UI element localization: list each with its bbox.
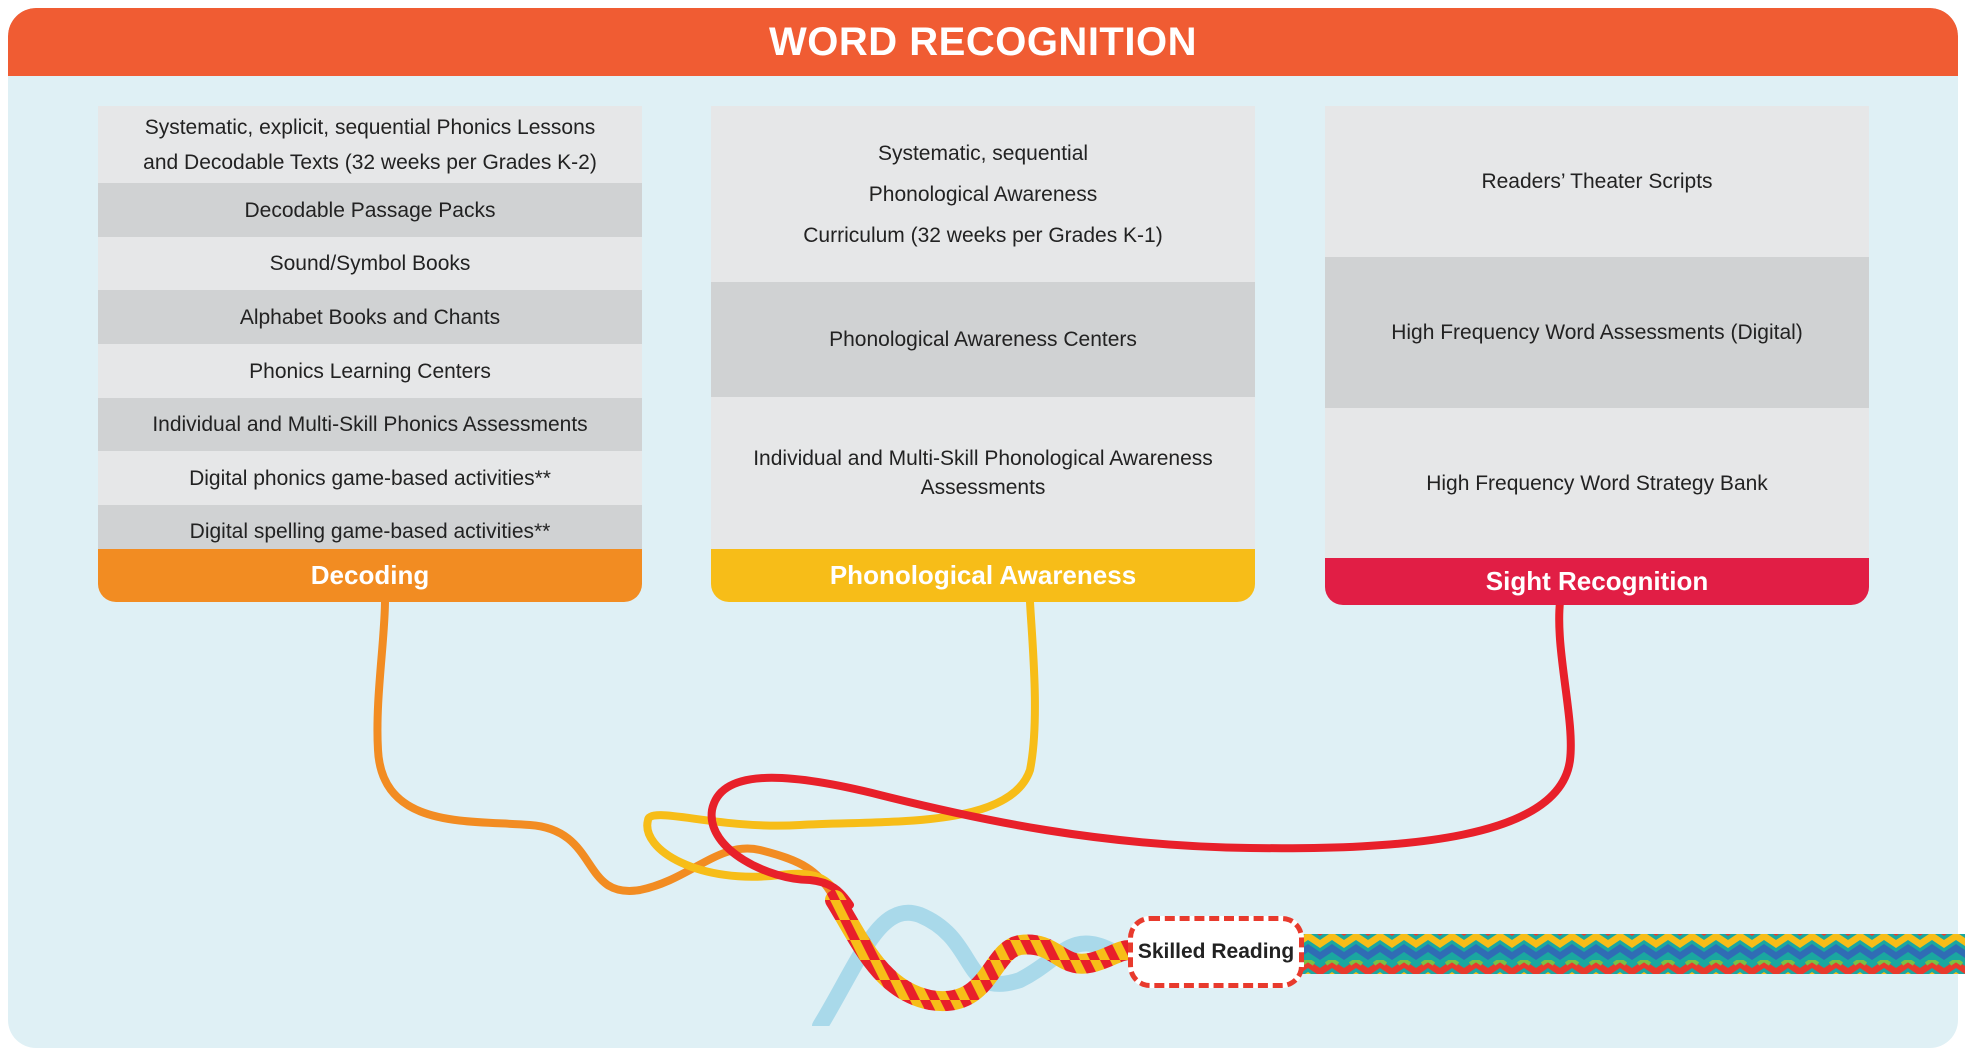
row-text: Phonics Learning Centers (249, 359, 491, 383)
list-item: Individual and Multi-Skill Phonics Asses… (98, 398, 642, 451)
row-text-line: Individual and Multi-Skill Phonological … (753, 447, 1213, 470)
row-text: Digital spelling game-based activities** (189, 520, 551, 543)
row-text: Decodable Passage Packs (244, 198, 496, 222)
page-title: WORD RECOGNITION (769, 19, 1197, 64)
row-text-line: Systematic, explicit, sequential Phonics… (144, 115, 596, 139)
row-text-line: Assessments (920, 476, 1046, 499)
row-text: Alphabet Books and Chants (239, 305, 501, 329)
footer-decoding: Decoding (98, 549, 642, 602)
list-item: Readers’ Theater Scripts (1325, 106, 1869, 257)
decoding-rope (373, 596, 839, 904)
row-text: Phonological Awareness Centers (829, 328, 1137, 351)
row-text-line: Systematic, sequential (877, 141, 1089, 165)
list-item: High Frequency Word Strategy Bank (1325, 408, 1869, 558)
list-item: Phonics Learning Centers (98, 344, 642, 398)
footer-sight-recognition: Sight Recognition (1325, 558, 1869, 605)
list-item: Digital spelling game-based activities** (98, 505, 642, 549)
footer-phonological-awareness: Phonological Awareness (711, 549, 1255, 602)
list-item: High Frequency Word Assessments (Digital… (1325, 257, 1869, 408)
footer-label: Sight Recognition (1485, 566, 1709, 596)
footer-label: Phonological Awareness (829, 560, 1137, 590)
list-item: Alphabet Books and Chants (98, 290, 642, 344)
list-item: Digital phonics game-based activities** (98, 451, 642, 505)
row-text: Individual and Multi-Skill Phonics Asses… (152, 413, 588, 436)
column-decoding: Systematic, explicit, sequential Phonics… (98, 106, 642, 602)
row-text: High Frequency Word Strategy Bank (1426, 471, 1768, 495)
row-text: High Frequency Word Assessments (Digital… (1391, 321, 1803, 344)
row-text-line: and Decodable Texts (32 weeks per Grades… (143, 150, 597, 174)
ropes-diagram (373, 596, 1965, 1026)
column-phonological-awareness: Systematic, sequential Phonological Awar… (711, 106, 1255, 602)
warm-braid (825, 890, 1140, 1012)
list-item: Systematic, explicit, sequential Phonics… (98, 106, 642, 183)
skilled-braid (1300, 934, 1965, 974)
skilled-reading-text: Skilled Reading (1137, 940, 1295, 963)
row-text: Digital phonics game-based activities** (189, 466, 551, 490)
skilled-reading-label: Skilled Reading (1128, 916, 1304, 988)
list-item: Sound/Symbol Books (98, 237, 642, 290)
list-item: Phonological Awareness Centers (711, 282, 1255, 397)
row-text-line: Phonological Awareness (868, 182, 1098, 206)
title-banner: WORD RECOGNITION (8, 8, 1958, 76)
column-sight-recognition: Readers’ Theater Scripts High Frequency … (1325, 106, 1869, 605)
footer-label: Decoding (310, 560, 430, 590)
list-item: Systematic, sequential Phonological Awar… (711, 106, 1255, 282)
row-text-line: Curriculum (32 weeks per Grades K-1) (803, 223, 1163, 247)
sight-rope (707, 598, 1575, 909)
list-item: Individual and Multi-Skill Phonological … (711, 397, 1255, 549)
row-text: Sound/Symbol Books (269, 252, 471, 275)
row-text: Readers’ Theater Scripts (1481, 170, 1713, 193)
list-item: Decodable Passage Packs (98, 183, 642, 237)
